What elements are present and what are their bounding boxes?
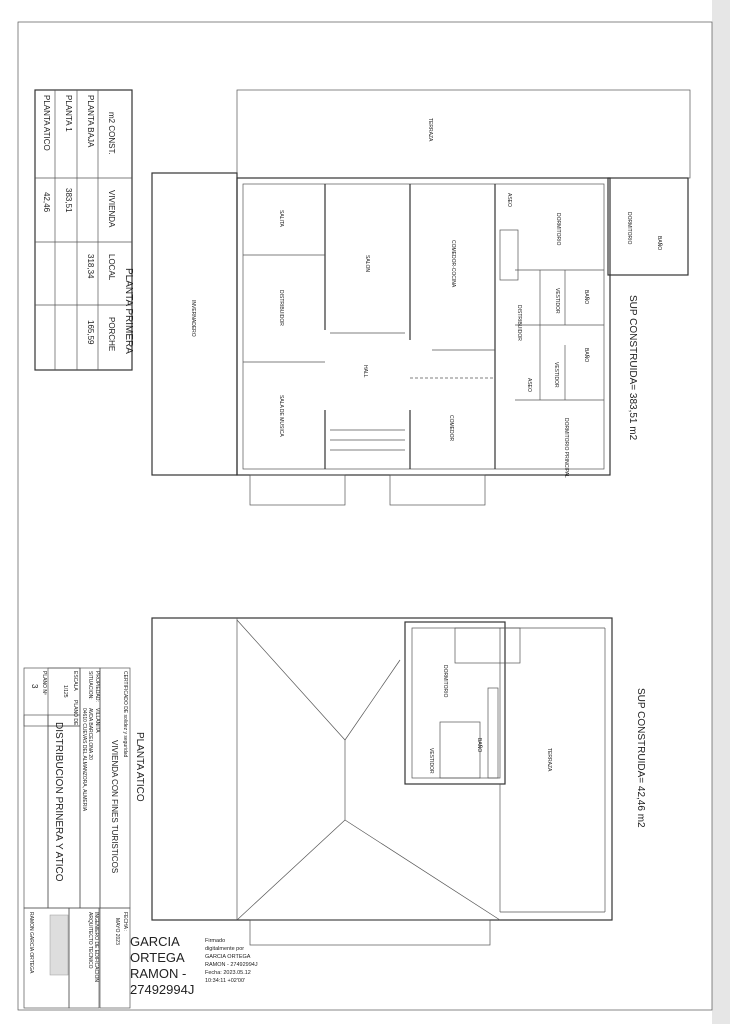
- room-label: BAÑO: [583, 348, 590, 362]
- room-label: DISTRIBUIDOR: [516, 305, 522, 341]
- room-label: VESTIDOR: [428, 748, 434, 774]
- scale-value: 1/125: [62, 685, 68, 698]
- room-label: SALITA: [278, 210, 284, 228]
- property-label: PROPIEDAD:: [94, 671, 100, 702]
- signature-detail: digitalmente por: [205, 946, 244, 952]
- room-label: ASEO: [506, 193, 512, 207]
- project-name: VIVIENDA CON FINES TURISTICOS: [110, 740, 119, 873]
- room-label: COMEDOR: [448, 415, 454, 442]
- room-label: DISTRIBUIDOR: [278, 290, 284, 326]
- room-label: HALL: [362, 365, 368, 378]
- table-header: LOCAL: [107, 254, 116, 281]
- room-label: DORMITORIO PRINCIPAL: [563, 418, 569, 478]
- room-label: DORMITORIO: [555, 213, 561, 246]
- table-cell: 318,34: [86, 254, 95, 279]
- engineer-title: INGENIERO DE EDIFICACION: [93, 912, 99, 982]
- page-edge: [712, 0, 730, 1024]
- room-label: SALON: [364, 255, 370, 272]
- table-header: VIVIENDA: [107, 190, 116, 228]
- room-label: BAÑO: [656, 236, 663, 250]
- room-label: COMEDOR-COCINA: [450, 240, 456, 288]
- plan-title: PLANTA ATICO: [134, 732, 145, 802]
- location-line: 04610 CUEVAS DEL ALMANZORA, ALMERIA: [81, 708, 87, 812]
- table-cell: PLANTA 1: [64, 95, 73, 132]
- engineer-name: RAMON GARCIA ORTEGA: [28, 912, 34, 974]
- property-value: VILLANITA: [94, 708, 100, 733]
- room-label: ASEO: [526, 378, 532, 392]
- room-label: VESTIDOR: [553, 362, 559, 388]
- table-cell: 165,59: [86, 320, 95, 345]
- room-label: VESTIDOR: [554, 288, 560, 314]
- table-cell: 42,46: [42, 192, 51, 213]
- signature-detail: Fecha: 2023.05.12: [205, 970, 251, 976]
- room-label: TERRAZA: [546, 748, 552, 772]
- room-label: BAÑO: [583, 290, 590, 304]
- title-block: CERTIFICADO DE solidez y seguridad VIVIE…: [23, 667, 131, 1009]
- plan-number-label: PLANO Nº: [41, 671, 47, 695]
- built-area-label: SUP CONSTRUIDA= 383,51 m2: [627, 295, 638, 441]
- table-cell: PLANTA ATICO: [42, 95, 51, 151]
- area-table: m2 CONST. VIVIENDA LOCAL PORCHE PLANTA B…: [34, 89, 133, 371]
- signature-detail: 10:34:11 +02'00': [205, 978, 245, 984]
- room-label: SALA DE MUSICA: [278, 395, 284, 437]
- first-floor-plan: PLANTA PRIMERA TERRAZA INVERNADERO SALIT…: [123, 89, 691, 506]
- table-cell: PLANTA BAJA: [86, 95, 95, 148]
- signature-detail: RAMON - 27492994J: [205, 962, 258, 968]
- table-header: PORCHE: [107, 317, 116, 351]
- engineer-stamp: [49, 914, 69, 976]
- scale-label: ESCALA: [72, 671, 78, 691]
- date-label: FECHA :: [122, 912, 128, 931]
- engineer-title: ARQUITECTO TECNICO: [87, 912, 93, 969]
- room-label: BAÑO: [476, 738, 483, 752]
- table-cell: 383,51: [64, 188, 73, 213]
- room-label: TERRAZA: [427, 118, 433, 142]
- signature-name: ORTEGA: [130, 950, 185, 965]
- signature-detail: Firmado: [205, 938, 225, 944]
- sheet-border: [17, 21, 713, 1011]
- room-label: DORMITORIO: [626, 212, 632, 245]
- room-label: INVERNADERO: [190, 300, 196, 337]
- signature-name: RAMON -: [130, 966, 186, 981]
- plan-number: 3: [30, 684, 39, 689]
- signature-name: 27492994J: [130, 982, 194, 997]
- location-line: AVDA BARCELONA 20: [87, 708, 93, 760]
- location-label: SITUACION:: [87, 671, 93, 700]
- plan-name: DISTRIBUCION PRINERA Y ATICO: [53, 722, 64, 882]
- attic-plan: PLANTA ATICO DORMITORIO BAÑO VESTIDOR TE…: [134, 617, 646, 946]
- digital-signature: GARCIA ORTEGA RAMON - 27492994J Firmado …: [130, 934, 258, 997]
- plan-label: PLANO DE: [72, 700, 78, 726]
- room-label: DORMITORIO: [442, 665, 448, 698]
- signature-detail: GARCIA ORTEGA: [205, 954, 251, 960]
- certificate-label: CERTIFICADO DE solidez y seguridad: [122, 671, 128, 758]
- built-area-label: SUP CONSTRUIDA= 42,46 m2: [635, 688, 646, 828]
- plan-title: PLANTA PRIMERA: [123, 268, 134, 354]
- date-value: MAYO 2023: [114, 918, 120, 945]
- signature-name: GARCIA: [130, 934, 180, 949]
- table-header: m2 CONST.: [107, 112, 116, 155]
